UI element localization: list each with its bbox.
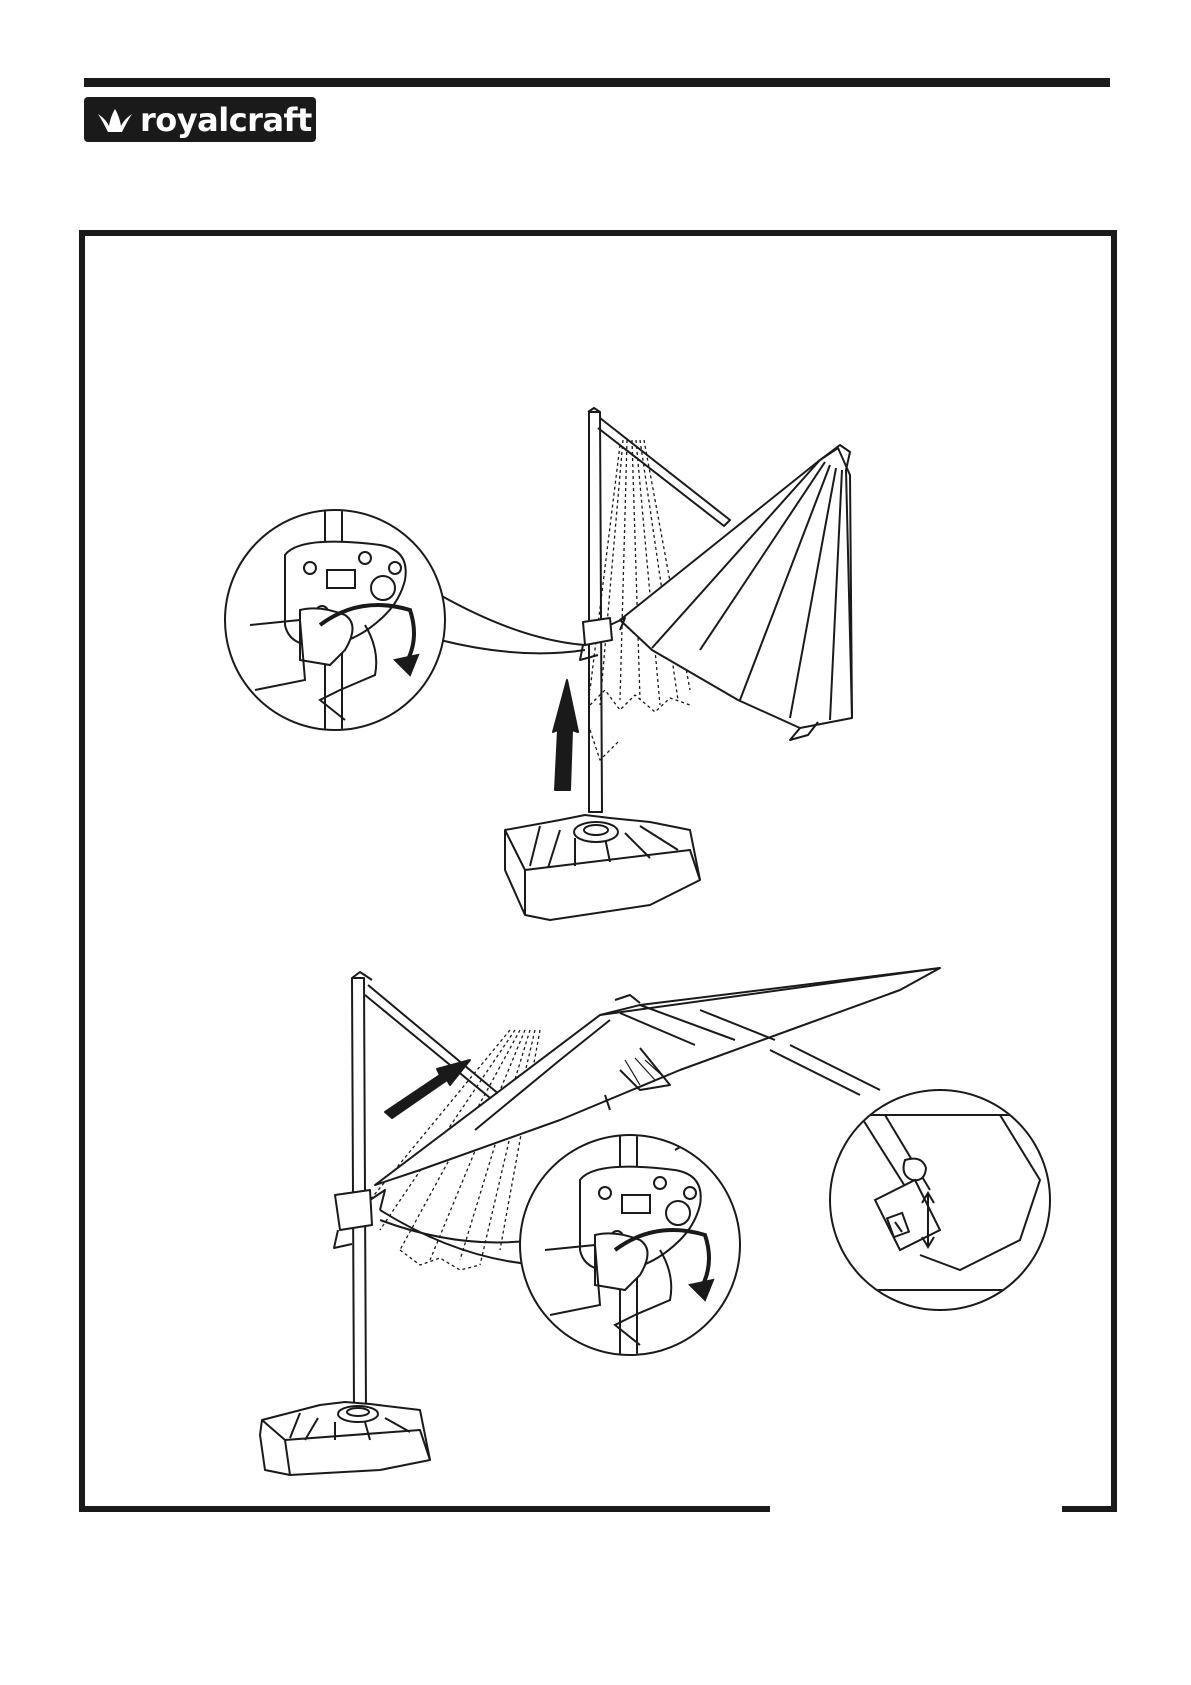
- figure-step-rotate-open: [0, 0, 1191, 1685]
